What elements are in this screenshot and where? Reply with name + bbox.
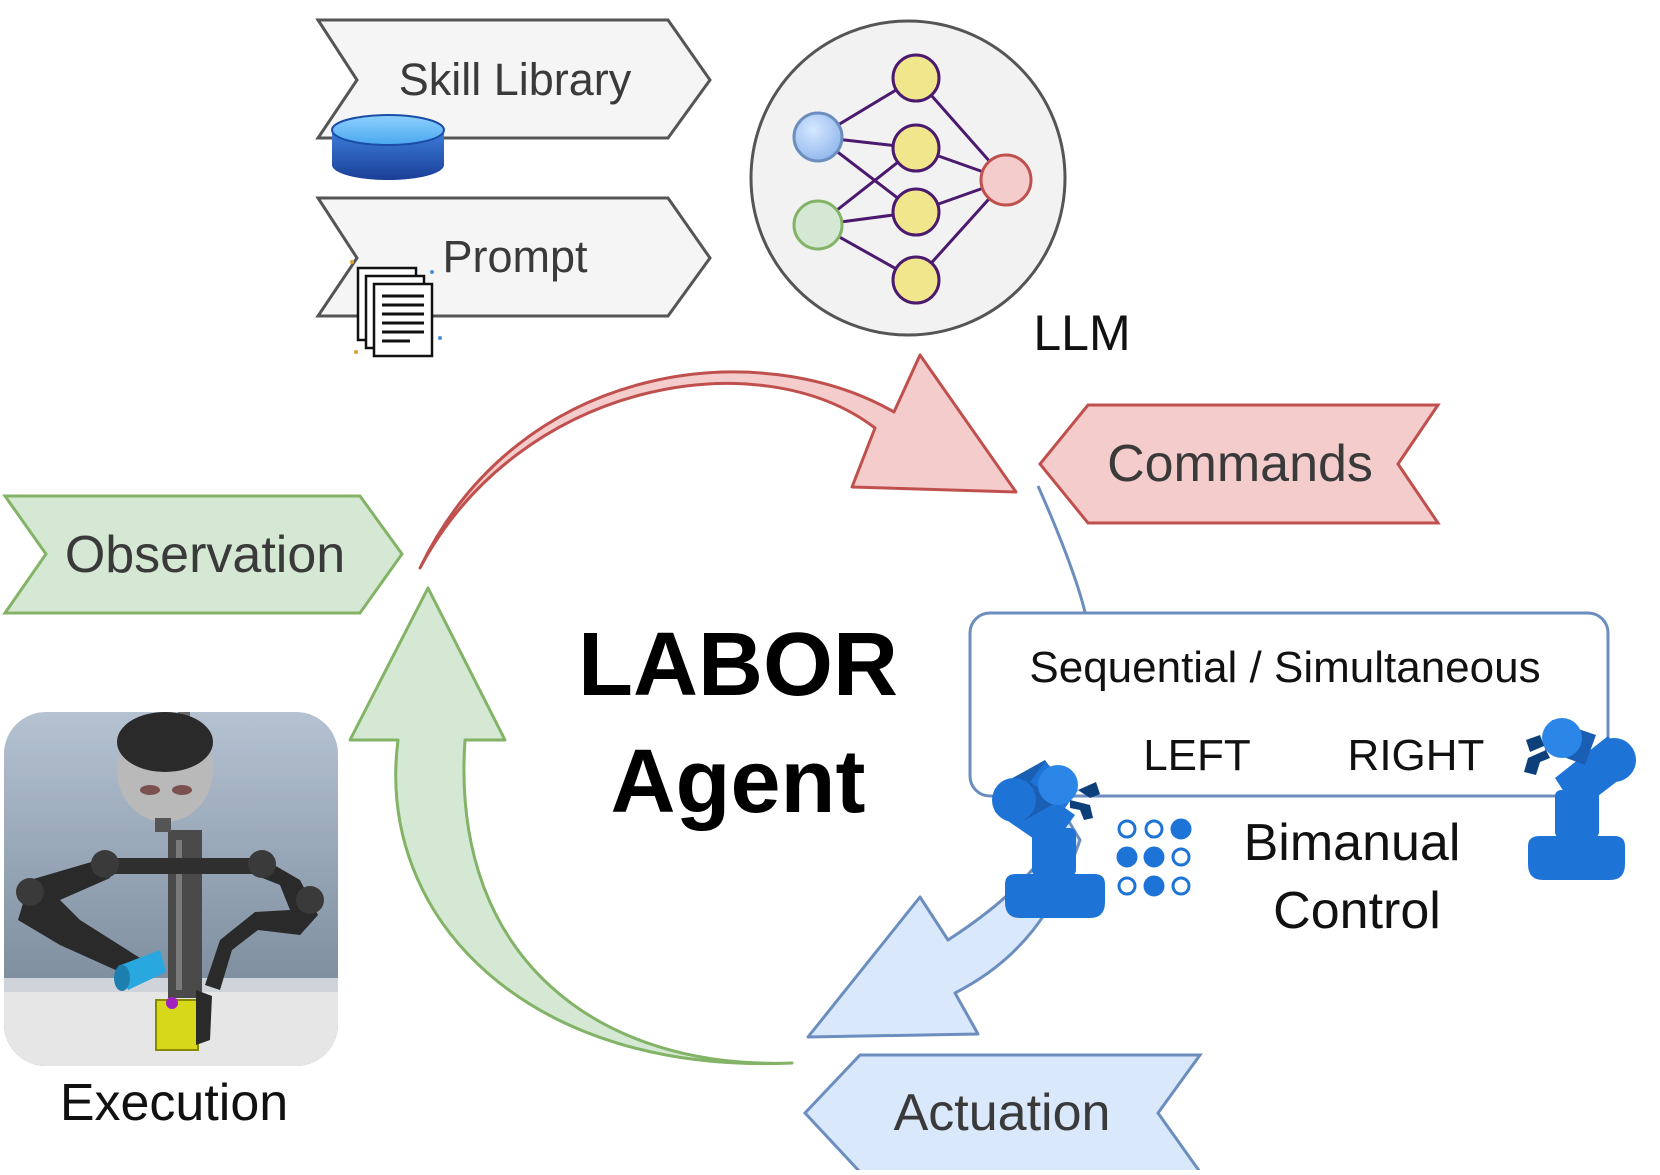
- skill-library-label: Skill Library: [399, 54, 632, 105]
- llm-label: LLM: [1033, 305, 1130, 361]
- execution-image: [4, 712, 338, 1066]
- input-node-green: [792, 199, 844, 251]
- observation-tag: Observation: [2, 494, 404, 615]
- bimanual-label-line1: Bimanual: [1244, 814, 1461, 872]
- green-cycle-arrow: [348, 586, 794, 1066]
- center-title-line2: Agent: [611, 732, 866, 832]
- database-icon: [331, 114, 445, 180]
- center-title-line1: LABOR: [578, 615, 898, 715]
- actuation-label: Actuation: [894, 1084, 1111, 1142]
- output-node: [979, 153, 1033, 207]
- input-node-blue: [792, 111, 844, 163]
- hidden-node: [891, 53, 941, 103]
- hidden-node: [891, 187, 941, 237]
- hidden-node: [891, 255, 941, 305]
- control-box: Sequential / Simultaneous LEFT RIGHT: [968, 611, 1610, 798]
- observation-label: Observation: [65, 526, 345, 584]
- prompt-label: Prompt: [442, 231, 588, 282]
- commands-label: Commands: [1107, 435, 1373, 493]
- llm-network: [749, 19, 1067, 337]
- skill-library-tag: Skill Library: [315, 18, 712, 140]
- hidden-node: [891, 123, 941, 173]
- left-robot-arm-icon: [992, 760, 1105, 918]
- right-robot-arm-icon: [1524, 718, 1636, 880]
- control-mode-label: Sequential / Simultaneous: [1029, 643, 1540, 692]
- document-stack-icon: [350, 260, 442, 358]
- execution-label: Execution: [60, 1074, 288, 1132]
- red-cycle-arrow: [418, 353, 1018, 570]
- bimanual-label-line2: Control: [1273, 882, 1441, 940]
- right-label: RIGHT: [1348, 731, 1485, 780]
- left-label: LEFT: [1143, 731, 1251, 780]
- actuation-tag: Actuation: [802, 1053, 1203, 1174]
- commands-tag: Commands: [1038, 403, 1441, 525]
- dot-grid-icon: [1116, 818, 1192, 897]
